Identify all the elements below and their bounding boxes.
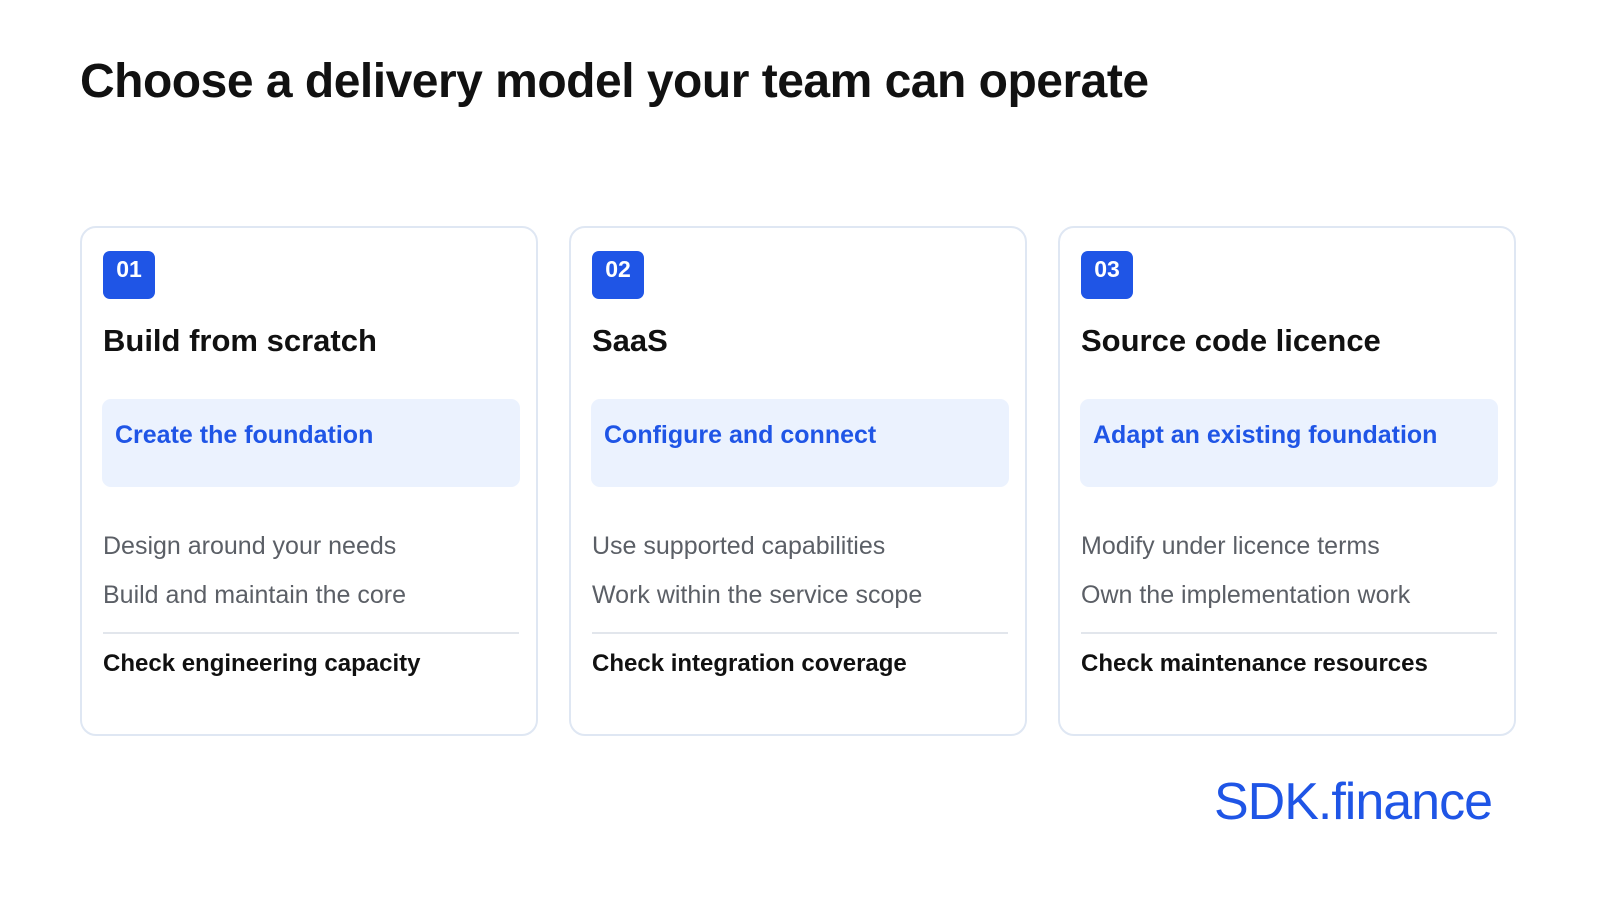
card-point: Modify under licence terms (1081, 532, 1380, 560)
card-point: Use supported capabilities (592, 532, 886, 560)
card-title: SaaS (592, 323, 668, 358)
brand-logo: SDK.finance (1213, 773, 1493, 831)
card-point: Design around your needs (103, 532, 397, 560)
slide-title: Choose a delivery model your team can op… (80, 55, 1149, 108)
card-divider (1081, 632, 1497, 634)
card-number-badge: 02 (592, 251, 644, 299)
card-highlight: Create the foundation (102, 399, 520, 487)
card-number-badge: 01 (103, 251, 155, 299)
card-divider (592, 632, 1008, 634)
card-points: Modify under licence terms Own the imple… (1081, 522, 1410, 620)
card-points: Use supported capabilities Work within t… (592, 522, 922, 620)
card-highlight: Adapt an existing foundation (1080, 399, 1498, 487)
card-build-from-scratch: 01 Build from scratch Create the foundat… (80, 226, 538, 736)
card-saas: 02 SaaS Configure and connect Use suppor… (569, 226, 1027, 736)
card-divider (103, 632, 519, 634)
card-check: Check integration coverage (592, 650, 907, 677)
card-number-badge: 03 (1081, 251, 1133, 299)
card-title: Source code licence (1081, 323, 1381, 358)
card-point: Work within the service scope (592, 581, 923, 609)
card-points: Design around your needs Build and maint… (103, 522, 406, 620)
card-check: Check maintenance resources (1081, 650, 1428, 677)
card-source-code-licence: 03 Source code licence Adapt an existing… (1058, 226, 1516, 736)
card-point: Build and maintain the core (103, 581, 406, 609)
delivery-model-cards: 01 Build from scratch Create the foundat… (80, 226, 1516, 736)
card-title: Build from scratch (103, 323, 377, 358)
card-check: Check engineering capacity (103, 650, 421, 677)
card-highlight: Configure and connect (591, 399, 1009, 487)
card-point: Own the implementation work (1081, 581, 1411, 609)
